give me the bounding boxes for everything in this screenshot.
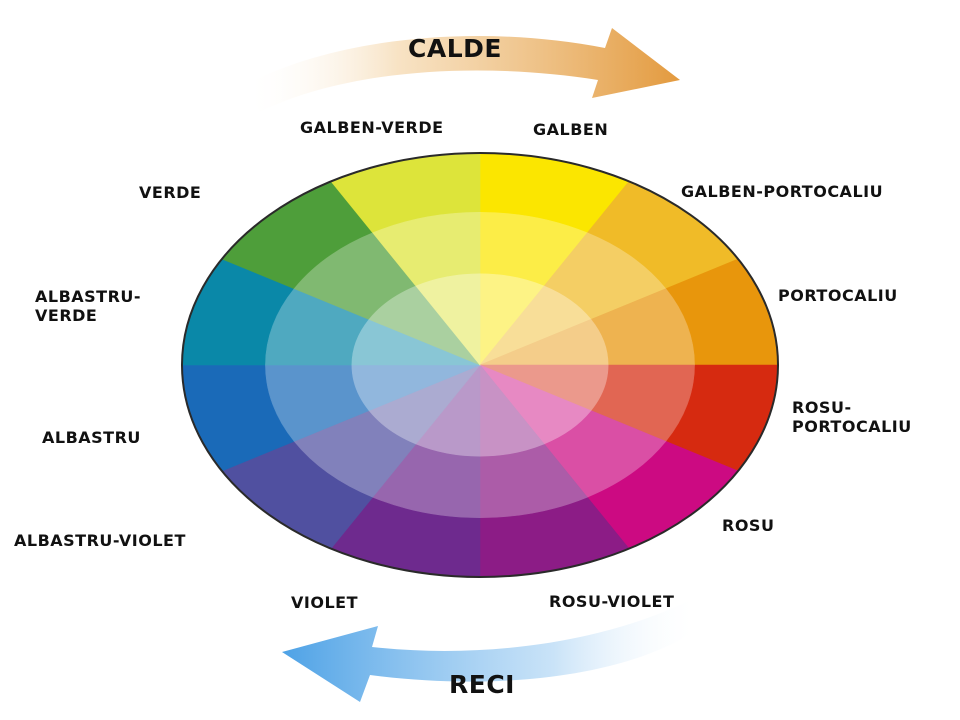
warm-arrow: [245, 28, 680, 112]
label-rosu-violet: ROSU-VIOLET: [549, 592, 675, 611]
label-albastru-verde-line1: ALBASTRU-: [35, 287, 142, 306]
label-albastru-verde-line2: VERDE: [35, 306, 98, 325]
label-rosu-portocaliu-line1: ROSU-: [792, 398, 852, 417]
label-albastru-verde: ALBASTRU- VERDE: [35, 287, 141, 325]
label-rosu: ROSU: [722, 516, 775, 535]
label-rosu-portocaliu: ROSU- PORTOCALIU: [792, 398, 912, 436]
label-rosu-portocaliu-line2: PORTOCALIU: [792, 417, 912, 436]
label-verde: VERDE: [139, 183, 202, 202]
label-galben-portocaliu: GALBEN-PORTOCALIU: [681, 182, 884, 201]
wheel-segment-inner-galben-verde: [415, 273, 481, 366]
wheel-inner-ring: [351, 273, 609, 457]
label-albastru: ALBASTRU: [42, 428, 141, 447]
cool-arrow: [282, 600, 700, 702]
cool-colors-label: RECI: [449, 670, 515, 699]
wheel-outline: [181, 152, 779, 578]
label-galben-verde: GALBEN-VERDE: [300, 118, 444, 137]
label-violet: VIOLET: [291, 593, 358, 612]
label-portocaliu: PORTOCALIU: [778, 286, 898, 305]
label-galben: GALBEN: [533, 120, 609, 139]
warm-colors-label: CALDE: [408, 34, 502, 63]
label-albastru-violet: ALBASTRU-VIOLET: [14, 531, 186, 550]
